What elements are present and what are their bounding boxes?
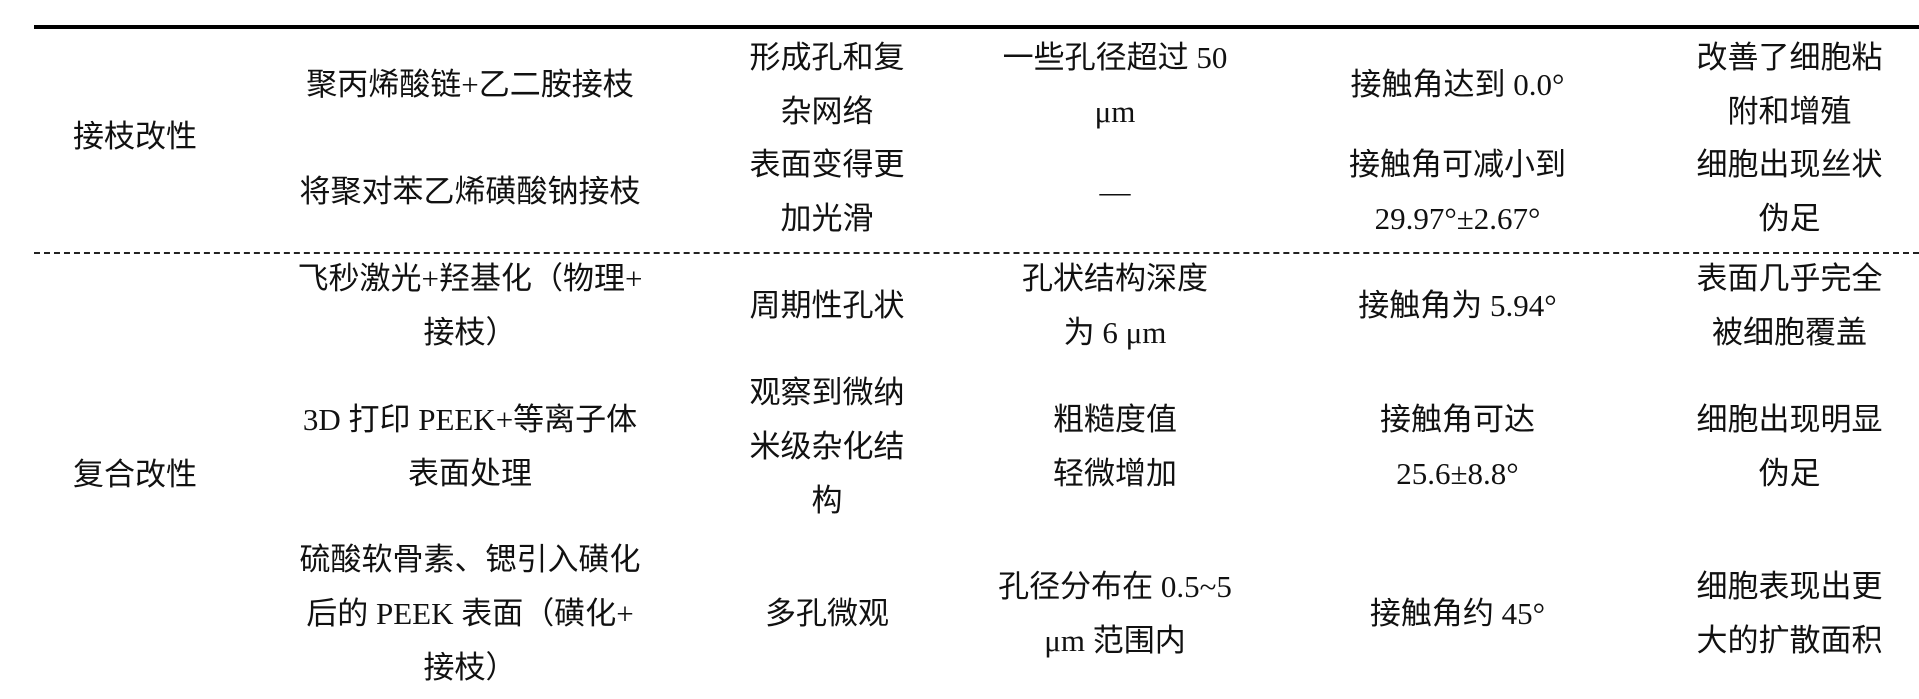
group-label: 接枝改性 xyxy=(73,119,197,154)
cell-line: 构 xyxy=(811,483,843,518)
cell-line: 接触角为 5.94° xyxy=(1358,288,1557,323)
table-cell-wettability: 接触角达到 0.0° xyxy=(1310,58,1605,112)
table-cell-method: 3D 打印 PEEK+等离子体表面处理 xyxy=(255,393,685,501)
cell-line: 为 6 μm xyxy=(1063,315,1167,350)
cell-line: 接枝） xyxy=(423,315,517,350)
table-cell-structure: 一些孔径超过 50 μm xyxy=(960,31,1270,139)
cell-line: 后的 PEEK 表面（磺化+ xyxy=(306,596,634,631)
table-cell-cell-response: 细胞表现出更大的扩散面积 xyxy=(1660,560,1919,668)
cell-line: 接触角可减小到 xyxy=(1349,147,1566,182)
table-cell-wettability: 接触角为 5.94° xyxy=(1310,279,1605,333)
table-cell-structure: 孔状结构深度为 6 μm xyxy=(960,252,1270,360)
table-cell-cell-response: 细胞出现明显伪足 xyxy=(1660,393,1919,501)
cell-line: 表面几乎完全 xyxy=(1696,261,1883,296)
cell-line: 细胞出现丝状 xyxy=(1696,147,1883,182)
table-cell-morphology: 观察到微纳米级杂化结构 xyxy=(712,366,942,528)
cell-line: 被细胞覆盖 xyxy=(1712,315,1867,350)
table-cell-morphology: 形成孔和复杂网络 xyxy=(712,31,942,139)
table-cell-morphology: 表面变得更加光滑 xyxy=(712,138,942,246)
cell-line: μm 范围内 xyxy=(1044,623,1186,658)
table-cell-morphology: 多孔微观 xyxy=(712,587,942,641)
table-cell-method: 聚丙烯酸链+乙二胺接枝 xyxy=(255,58,685,112)
cell-line: 孔径分布在 0.5~5 xyxy=(998,569,1232,604)
table-cell-wettability: 接触角可减小到 29.97°±2.67° xyxy=(1310,138,1605,246)
group-divider xyxy=(34,252,1919,254)
cell-line: 米级杂化结 xyxy=(749,429,905,464)
cell-line: 接枝） xyxy=(423,650,517,685)
cell-line: 粗糙度值 xyxy=(1053,402,1177,437)
table-top-rule xyxy=(34,25,1919,29)
cell-line: 改善了细胞粘 xyxy=(1696,40,1883,75)
cell-line: 形成孔和复 xyxy=(749,40,905,75)
table-cell-method: 将聚对苯乙烯磺酸钠接枝 xyxy=(255,165,685,219)
cell-line: 3D 打印 PEEK+等离子体 xyxy=(302,402,638,437)
cell-line: 一些孔径超过 50 xyxy=(1002,40,1228,75)
cell-line: 附和增殖 xyxy=(1727,94,1852,129)
cell-line: 细胞出现明显 xyxy=(1696,402,1883,437)
cell-line: 伪足 xyxy=(1758,456,1821,491)
cell-line: 加光滑 xyxy=(780,201,874,236)
cell-line: 将聚对苯乙烯磺酸钠接枝 xyxy=(299,174,641,209)
cell-line: 伪足 xyxy=(1758,201,1821,236)
cell-line: 多孔微观 xyxy=(765,596,889,631)
table-cell-method: 飞秒激光+羟基化（物理+ 接枝） xyxy=(255,252,685,360)
table-cell-structure: 孔径分布在 0.5~5 μm 范围内 xyxy=(960,560,1270,668)
cell-line: 观察到微纳 xyxy=(749,375,905,410)
table-cell-cell-response: 表面几乎完全被细胞覆盖 xyxy=(1660,252,1919,360)
cell-line: 细胞表现出更 xyxy=(1696,569,1883,604)
cell-line: 大的扩散面积 xyxy=(1696,623,1883,658)
cell-line: 25.6±8.8° xyxy=(1396,456,1519,491)
cell-line: 29.97°±2.67° xyxy=(1374,201,1541,236)
cell-line: 接触角可达 xyxy=(1380,402,1535,437)
cell-line: 孔状结构深度 xyxy=(1022,261,1208,296)
table-cell-structure: 粗糙度值轻微增加 xyxy=(960,393,1270,501)
table-cell-morphology: 周期性孔状 xyxy=(712,279,942,333)
group-label: 复合改性 xyxy=(73,457,197,492)
cell-line: 轻微增加 xyxy=(1053,456,1177,491)
cell-line: 表面处理 xyxy=(408,456,532,491)
cell-line: 接触角约 45° xyxy=(1369,596,1546,631)
cell-line: 硫酸软骨素、锶引入磺化 xyxy=(299,542,641,577)
table-cell-wettability: 接触角可达 25.6±8.8° xyxy=(1310,393,1605,501)
table-cell-structure: — xyxy=(960,165,1270,219)
cell-line: 杂网络 xyxy=(780,94,874,129)
cell-line: — xyxy=(1099,174,1131,209)
cell-line: 聚丙烯酸链+乙二胺接枝 xyxy=(306,67,634,102)
table-cell-wettability: 接触角约 45° xyxy=(1310,587,1605,641)
cell-line: 表面变得更 xyxy=(749,147,905,182)
table-cell-method: 硫酸软骨素、锶引入磺化后的 PEEK 表面（磺化+ 接枝） xyxy=(255,533,685,695)
cell-line: 飞秒激光+羟基化（物理+ xyxy=(297,261,643,296)
cell-line: μm xyxy=(1094,94,1136,129)
table-cell-cell-response: 改善了细胞粘附和增殖 xyxy=(1660,31,1919,139)
cell-line: 接触角达到 0.0° xyxy=(1350,67,1565,102)
table-cell-cell-response: 细胞出现丝状伪足 xyxy=(1660,138,1919,246)
cell-line: 周期性孔状 xyxy=(749,288,905,323)
